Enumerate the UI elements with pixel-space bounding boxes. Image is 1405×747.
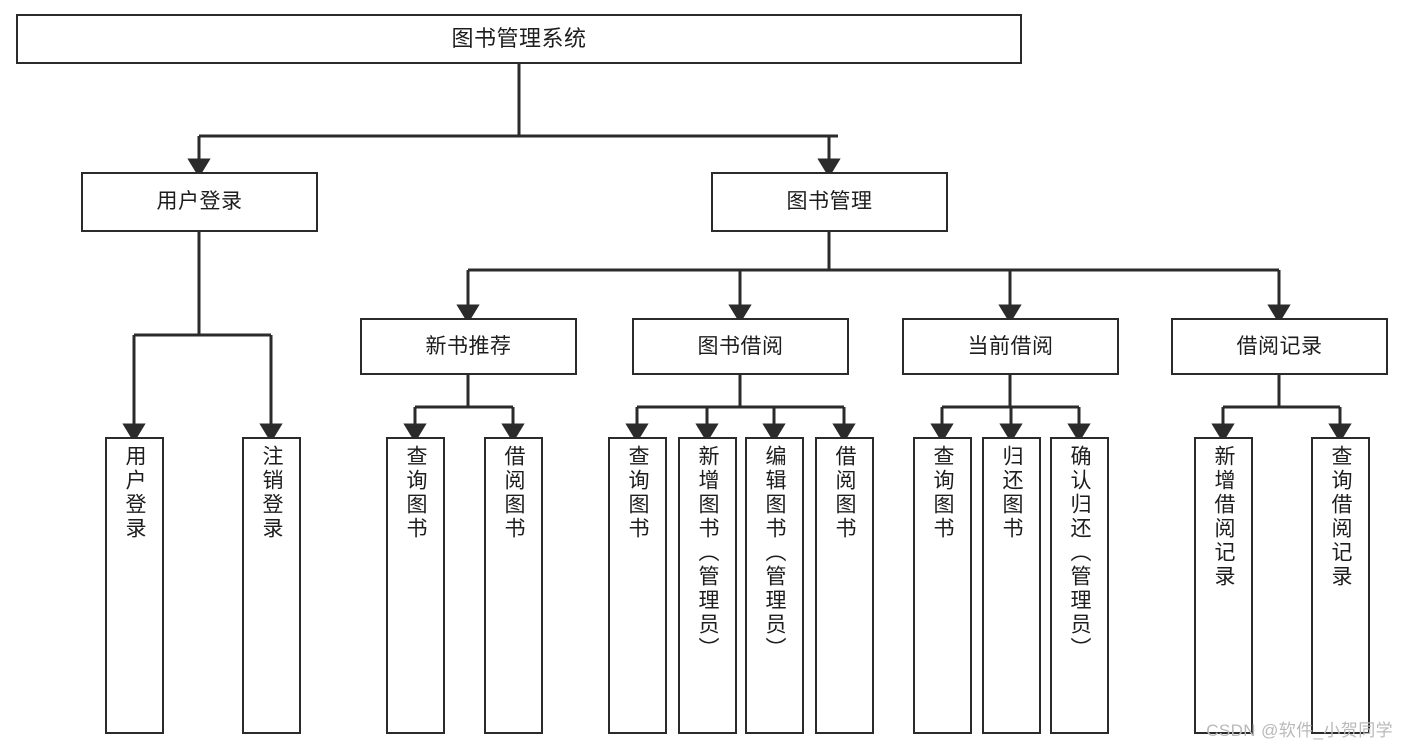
node-book-manage-label: 图书管理 xyxy=(786,190,873,214)
node-root-label: 图书管理系统 xyxy=(451,25,587,51)
leaf-current-borrow-2-label: 归还图书 xyxy=(1000,445,1023,541)
node-book-borrow[interactable]: 图书借阅 xyxy=(632,318,849,375)
leaf-user-login-1[interactable]: 用户登录 xyxy=(105,437,164,734)
leaf-book-borrow-1[interactable]: 查询图书 xyxy=(608,437,667,734)
leaf-borrow-records-2-label: 查询借阅记录 xyxy=(1329,445,1352,589)
leaf-user-login-2[interactable]: 注销登录 xyxy=(242,437,301,734)
leaf-current-borrow-3[interactable]: 确认归还（管理员） xyxy=(1050,437,1109,734)
node-new-book-recommend-label: 新书推荐 xyxy=(425,334,512,358)
node-new-book-recommend[interactable]: 新书推荐 xyxy=(360,318,577,375)
node-borrow-records-label: 借阅记录 xyxy=(1236,334,1323,358)
leaf-borrow-records-2[interactable]: 查询借阅记录 xyxy=(1311,437,1370,734)
node-user-login[interactable]: 用户登录 xyxy=(81,172,318,232)
leaf-book-borrow-1-label: 查询图书 xyxy=(626,445,649,541)
leaf-current-borrow-1[interactable]: 查询图书 xyxy=(913,437,972,734)
leaf-new-book-recommend-2[interactable]: 借阅图书 xyxy=(484,437,543,734)
leaf-current-borrow-2[interactable]: 归还图书 xyxy=(982,437,1041,734)
leaf-current-borrow-1-label: 查询图书 xyxy=(931,445,954,541)
node-borrow-records[interactable]: 借阅记录 xyxy=(1171,318,1388,375)
node-book-borrow-label: 图书借阅 xyxy=(697,334,784,358)
leaf-borrow-records-1[interactable]: 新增借阅记录 xyxy=(1194,437,1253,734)
node-current-borrow[interactable]: 当前借阅 xyxy=(902,318,1119,375)
leaf-book-borrow-2-label: 新增图书（管理员） xyxy=(696,445,719,661)
node-current-borrow-label: 当前借阅 xyxy=(967,334,1054,358)
node-user-login-label: 用户登录 xyxy=(156,190,243,214)
leaf-user-login-1-label: 用户登录 xyxy=(123,445,146,541)
leaf-user-login-2-label: 注销登录 xyxy=(260,445,283,541)
leaf-book-borrow-4[interactable]: 借阅图书 xyxy=(815,437,874,734)
leaf-new-book-recommend-2-label: 借阅图书 xyxy=(502,445,525,541)
node-root[interactable]: 图书管理系统 xyxy=(16,14,1022,64)
leaf-book-borrow-3[interactable]: 编辑图书（管理员） xyxy=(745,437,804,734)
leaf-book-borrow-3-label: 编辑图书（管理员） xyxy=(763,445,786,661)
leaf-current-borrow-3-label: 确认归还（管理员） xyxy=(1068,445,1091,661)
leaf-book-borrow-2[interactable]: 新增图书（管理员） xyxy=(678,437,737,734)
leaf-new-book-recommend-1[interactable]: 查询图书 xyxy=(386,437,445,734)
leaf-borrow-records-1-label: 新增借阅记录 xyxy=(1212,445,1235,589)
node-book-manage[interactable]: 图书管理 xyxy=(711,172,948,232)
leaf-new-book-recommend-1-label: 查询图书 xyxy=(404,445,427,541)
leaf-book-borrow-4-label: 借阅图书 xyxy=(833,445,856,541)
